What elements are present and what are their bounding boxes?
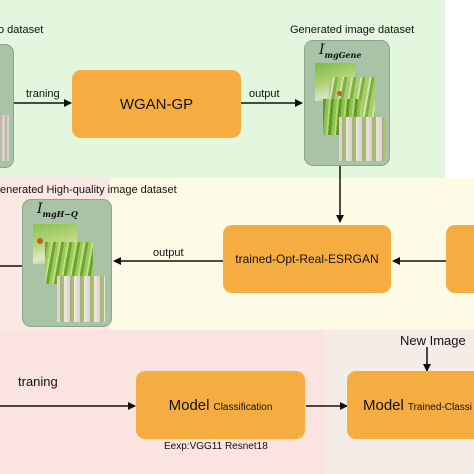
hq-dataset-title: enerated High-quality image dataset bbox=[0, 184, 177, 196]
top-right-panel-edge bbox=[445, 0, 474, 178]
source-dataset-title-fragment: o dataset bbox=[0, 24, 44, 36]
output-label-middle: output bbox=[153, 247, 184, 259]
hq-image-stack: ImgH−Q bbox=[22, 199, 112, 327]
experiment-note: Eexp:VGG11 Resnet18 bbox=[164, 441, 268, 452]
esrgan-label: trained-Opt-Real-ESRGAN bbox=[235, 252, 379, 266]
training-label-bottom: traning bbox=[18, 374, 58, 389]
source-leaf-image bbox=[0, 115, 9, 161]
model-trained-box: Model Trained-Classi bbox=[347, 371, 474, 439]
img-hq-symbol: ImgH−Q bbox=[37, 201, 78, 219]
img-hq-subscript: mgH−Q bbox=[42, 208, 78, 219]
model-trained-label: Model bbox=[363, 396, 404, 414]
generated-image-stack: ImgGene bbox=[304, 40, 390, 166]
model-classification-sublabel: Classification bbox=[213, 401, 273, 413]
right-partial-box bbox=[446, 225, 474, 293]
wgan-gp-box: WGAN-GP bbox=[72, 70, 241, 138]
generated-leaf-image-4 bbox=[339, 117, 385, 161]
esrgan-box: trained-Opt-Real-ESRGAN bbox=[223, 225, 391, 293]
new-image-label: New Image bbox=[400, 333, 466, 348]
source-image-stack bbox=[0, 44, 14, 168]
hq-leaf-image-3 bbox=[57, 276, 105, 322]
model-classification-label: Model bbox=[168, 396, 210, 414]
output-label-top: output bbox=[249, 88, 280, 100]
wgan-gp-label: WGAN-GP bbox=[119, 95, 194, 113]
training-label-top: traning bbox=[26, 88, 60, 100]
generated-dataset-title: Generated image dataset bbox=[290, 24, 415, 36]
img-gene-subscript: mgGene bbox=[324, 49, 362, 60]
model-trained-sublabel: Trained-Classi bbox=[407, 401, 472, 413]
img-gene-symbol: ImgGene bbox=[319, 42, 362, 60]
model-classification-box: Model Classification bbox=[136, 371, 305, 439]
